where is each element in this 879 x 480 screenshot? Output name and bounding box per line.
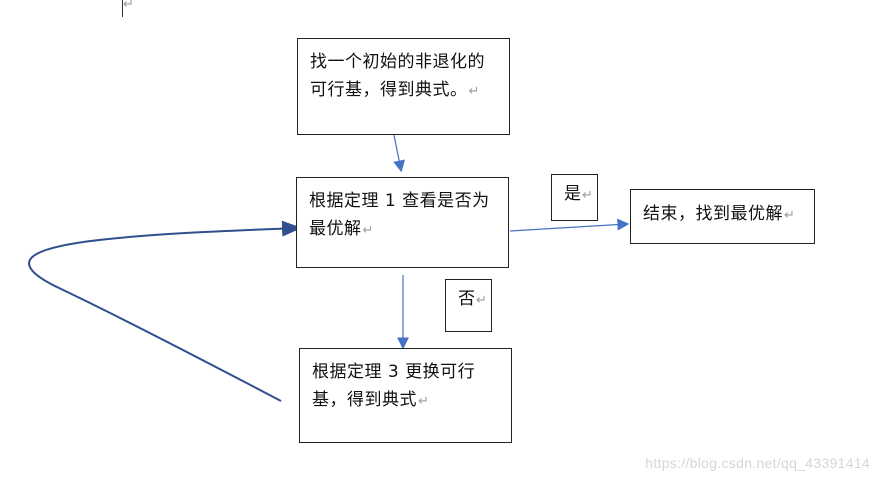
- yes-label-box: 是↵: [551, 174, 598, 221]
- watermark: https://blog.csdn.net/qq_43391414: [645, 455, 870, 471]
- update-box-paragraph-mark: ↵: [418, 394, 430, 409]
- start-box-paragraph-mark: ↵: [468, 84, 480, 99]
- check-box-paragraph-mark: ↵: [362, 223, 374, 238]
- yes-label: 是: [564, 184, 581, 204]
- check-box: 根据定理 1 查看是否为最优解↵: [296, 177, 509, 268]
- check-box-text: 根据定理 1 查看是否为最优解: [309, 191, 490, 239]
- paragraph-mark: ↵: [123, 0, 134, 12]
- text-cursor: [122, 0, 123, 17]
- arrow-check-to-end: [509, 218, 630, 232]
- update-box-text: 根据定理 3 更换可行基，得到典式: [312, 362, 476, 410]
- loop-back-arrow: [28, 220, 302, 402]
- no-label-paragraph-mark: ↵: [476, 293, 487, 308]
- end-box-paragraph-mark: ↵: [784, 208, 796, 223]
- update-box: 根据定理 3 更换可行基，得到典式↵: [299, 348, 512, 443]
- yes-label-paragraph-mark: ↵: [582, 188, 593, 203]
- arrow-start-to-check: [393, 134, 406, 173]
- end-box-text: 结束，找到最优解: [643, 204, 783, 224]
- start-box-text: 找一个初始的非退化的可行基，得到典式。: [310, 52, 485, 100]
- no-label-box: 否↵: [445, 279, 492, 332]
- end-box: 结束，找到最优解↵: [630, 189, 815, 244]
- no-label: 否: [458, 289, 475, 309]
- start-box: 找一个初始的非退化的可行基，得到典式。↵: [297, 38, 510, 135]
